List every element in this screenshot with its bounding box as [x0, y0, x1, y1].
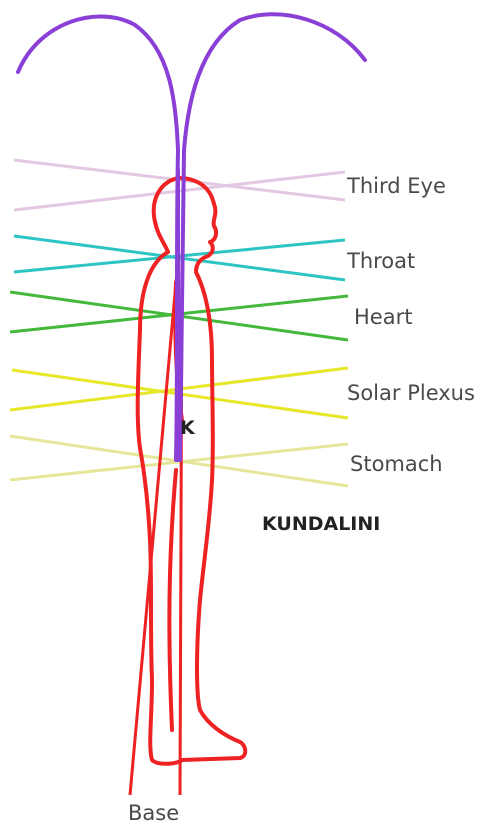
label-third-eye: Third Eye: [346, 174, 446, 198]
label-solar-plexus: Solar Plexus: [347, 381, 475, 405]
label-stomach: Stomach: [350, 452, 443, 476]
label-k-marker: K: [180, 417, 196, 439]
label-heart: Heart: [354, 305, 412, 329]
label-throat: Throat: [346, 249, 415, 273]
label-base: Base: [128, 801, 179, 825]
kundalini-channel: [18, 14, 365, 460]
label-kundalini: KUNDALINI: [262, 513, 380, 535]
